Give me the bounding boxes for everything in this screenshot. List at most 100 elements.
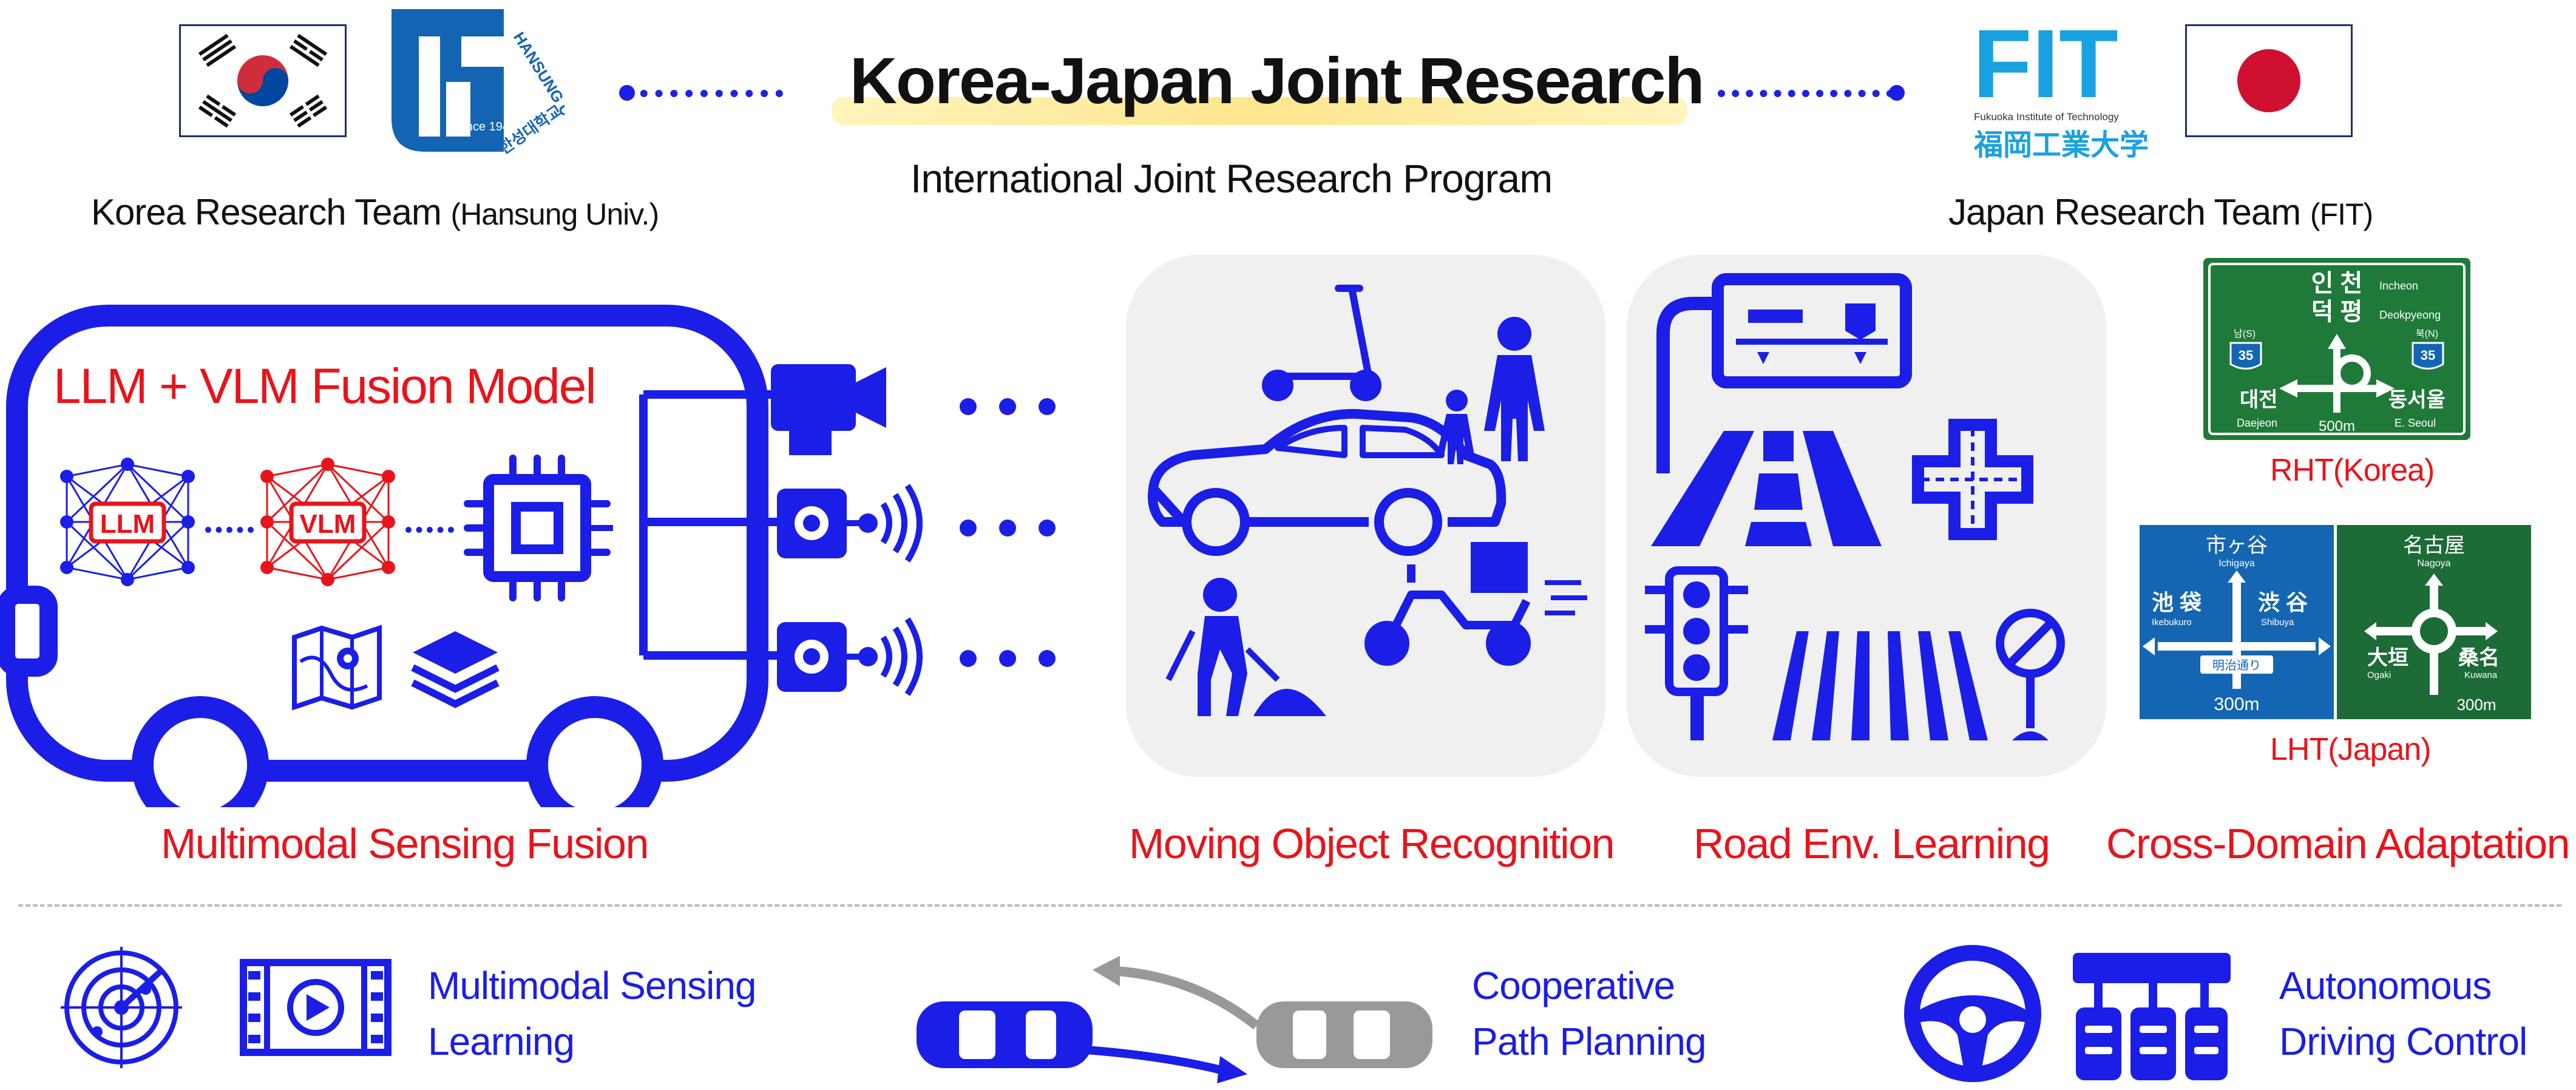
section-cross-domain: Cross-Domain Adaptation: [2106, 820, 2571, 867]
sign-kr-north-en: Incheon: [2379, 280, 2418, 292]
vlm-chip-dots: [405, 527, 454, 533]
sensor-dots-2: [959, 519, 1056, 537]
section-sensing-fusion: Multimodal Sensing Fusion: [161, 820, 649, 867]
fit-japanese: 福岡工業大学: [1973, 129, 2149, 161]
japan-flag-icon: [2237, 49, 2300, 112]
cooperative-cars-icon: [910, 935, 1445, 1086]
sign-kr-route-left: 35: [2239, 348, 2253, 363]
sign-jp-left-l-en: Ikebukuro: [2152, 617, 2192, 628]
moving-object-panel: [1126, 255, 1605, 777]
right-dotted-connector: [1718, 90, 1894, 97]
left-connector-dot: [619, 85, 635, 101]
sign-jp-left-top-en: Ichigaya: [2218, 558, 2255, 569]
rht-label: RHT(Korea): [2270, 452, 2435, 489]
sign-kr-north: 인 천: [2311, 270, 2363, 297]
overhead-sign-icon: [1656, 273, 1912, 473]
bottom-item-1-line2: Learning: [428, 1020, 575, 1063]
sign-kr-left-en: Daejeon: [2237, 417, 2277, 429]
sign-kr-south-tag: 남(S): [2234, 328, 2256, 339]
camera-icon: [771, 364, 886, 455]
japan-flag: [2185, 24, 2353, 137]
sign-jp-left-top: 市ヶ谷: [2206, 534, 2268, 557]
road-lanes-icon: [1651, 431, 1882, 546]
bottom-item-2-line1: Cooperative: [1472, 964, 1675, 1007]
radar-sensor-icon: [777, 617, 923, 696]
hansung-logo: HANSUNG UNIVERSITY Since 1945 한성대학교: [382, 0, 620, 190]
bottom-item-3: Autonomous Driving Control: [2279, 958, 2527, 1069]
layers-icon: [407, 625, 504, 710]
japan-road-sign-blue: 市ヶ谷 Ichigaya 池 袋 Ikebukuro 渋 谷 Shibuya 明…: [2140, 525, 2334, 719]
map-icon: [288, 625, 385, 711]
section-road-env: Road Env. Learning: [1693, 820, 2050, 867]
llm-neural-network-icon: LLM: [60, 458, 195, 586]
pedals-icon: [2070, 950, 2234, 1083]
sensor-dots-1: [959, 398, 1056, 416]
fit-english: Fukuoka Institute of Technology: [1974, 111, 2119, 123]
left-dotted-connector: [625, 90, 783, 97]
sign-jp-right-top-en: Nagoya: [2417, 558, 2450, 569]
lidar-sensor-icon: [777, 484, 923, 563]
sign-kr-north2: 덕 평: [2311, 299, 2363, 325]
korea-team-affil: (Hansung Univ.): [450, 197, 660, 231]
vlm-neural-network-icon: VLM: [260, 458, 395, 586]
sign-jp-right-dist: 300m: [2456, 696, 2496, 714]
delivery-scooter-icon: [1364, 542, 1587, 666]
korea-road-sign: 인 천 Incheon 덕 평 Deokpyeong 남(S) 북(N) 35 …: [2203, 258, 2470, 440]
processor-chip: [461, 452, 643, 604]
sign-jp-left-r-en: Shibuya: [2261, 617, 2294, 628]
traffic-light-icon: [1645, 566, 1748, 740]
section-separator: [18, 904, 2561, 907]
rht-label-main: RHT: [2270, 453, 2334, 488]
steering-wheel-icon: [1903, 944, 2042, 1083]
kick-scooter-icon: [1262, 285, 1381, 401]
sign-jp-left-dist: 300m: [2214, 694, 2259, 714]
korea-team-name: Korea Research Team: [91, 192, 442, 232]
sign-kr-north-en2: Deokpyeong: [2379, 309, 2441, 321]
sign-jp-right-l: 大垣: [2367, 646, 2408, 669]
fusion-model-title: LLM + VLM Fusion Model: [53, 359, 597, 414]
japan-team-label: Japan Research Team (FIT): [1948, 191, 2373, 233]
sign-jp-left-r: 渋 谷: [2258, 590, 2308, 615]
japan-team-name: Japan Research Team: [1948, 192, 2301, 232]
processor-chip-icon: [464, 455, 643, 601]
sign-jp-right-r-en: Kuwana: [2464, 670, 2498, 680]
japan-team-affil: (FIT): [2310, 197, 2373, 231]
fit-abbr: FIT: [1973, 18, 2118, 118]
car-icon: [1148, 408, 1507, 556]
sensor-dots-3: [959, 649, 1056, 668]
road-env-panel: [1627, 255, 2106, 777]
japan-road-sign-green: 名古屋 Nagoya 大垣 Ogaki 桑名 Kuwana 300m: [2337, 525, 2531, 719]
sign-jp-left-street: 明治通り: [2212, 658, 2261, 672]
korea-flag-icon: [198, 33, 328, 128]
section-moving-object: Moving Object Recognition: [1129, 820, 1615, 867]
title-highlight: [832, 97, 1687, 125]
bottom-item-1-line1: Multimodal Sensing: [428, 964, 756, 1007]
lht-label-main: LHT: [2270, 732, 2328, 767]
ellipsis-icon: [960, 650, 1056, 667]
sign-kr-left: 대전: [2240, 388, 2278, 411]
gray-car-icon: [1256, 1001, 1432, 1068]
page-title: Korea-Japan Joint Research: [850, 44, 1705, 117]
right-connector-dot: [1889, 85, 1905, 101]
sign-jp-right-l-en: Ogaki: [2367, 670, 2391, 680]
sign-jp-left-l: 池 袋: [2152, 590, 2201, 615]
fit-logo: FIT Fukuoka Institute of Technology 福岡工業…: [1967, 9, 2167, 164]
hansung-since: Since 1945: [455, 120, 516, 134]
korea-team-label: Korea Research Team (Hansung Univ.): [91, 191, 659, 233]
intersection-icon: [1912, 419, 2033, 540]
sign-kr-route-right: 35: [2421, 348, 2435, 363]
llm-network: LLM: [55, 452, 200, 592]
ellipsis-icon: [960, 520, 1056, 537]
crosswalk-icon: [1772, 631, 1988, 740]
sign-kr-right-en: E. Seoul: [2395, 417, 2436, 429]
vlm-network: VLM: [255, 452, 401, 592]
sign-kr-north-tag: 북(N): [2416, 329, 2438, 339]
ellipsis-icon: [960, 398, 1056, 415]
sign-kr-right: 동서울: [2388, 388, 2446, 411]
bottom-item-3-line1: Autonomous: [2279, 964, 2492, 1007]
page-subtitle: International Joint Research Program: [910, 156, 1553, 201]
hansung-logo-icon: HANSUNG UNIVERSITY Since 1945 한성대학교: [391, 9, 620, 190]
rht-label-affil: (Korea): [2333, 453, 2435, 488]
fit-logo-icon: FIT Fukuoka Institute of Technology 福岡工業…: [1973, 9, 2149, 161]
road-worker-icon: [1165, 578, 1326, 716]
